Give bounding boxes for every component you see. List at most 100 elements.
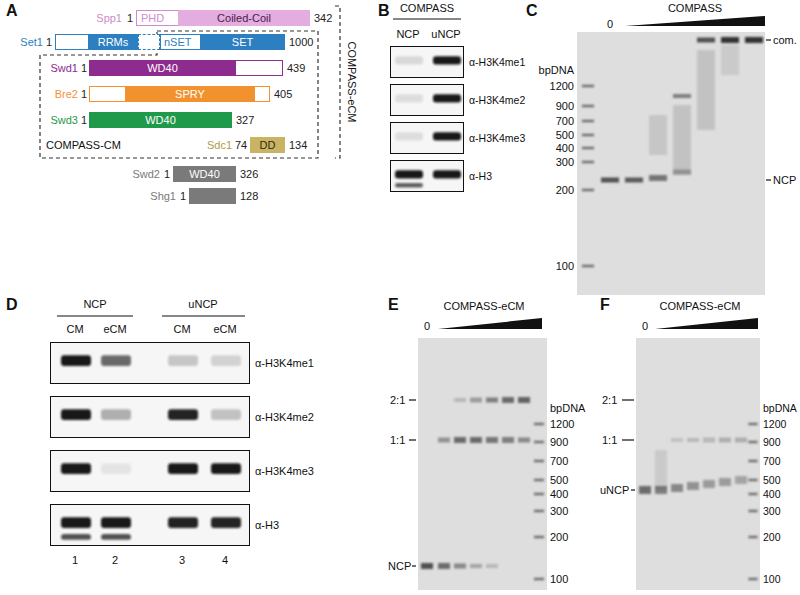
residue-number: 1 [46,36,52,49]
band-tick [409,399,416,400]
blot-image [391,161,463,191]
blot-band [101,517,131,528]
gel-background [636,338,760,590]
lane-number: 4 [222,554,228,567]
protein-name: Set1 [20,36,43,49]
gel-band [486,564,498,568]
size-marker: 500 [556,129,574,142]
sample-header: COMPASS [400,2,454,15]
size-marker: 300 [556,156,574,169]
band-tick [766,179,771,180]
domain-name: SET [232,36,253,49]
gel-band [582,189,594,192]
lane-number: 1 [72,554,78,567]
band-label: 1:1 [390,434,405,447]
blot-band [61,463,91,474]
protein-domain-bar: Swd11WD40439 [0,60,345,76]
blot-band [395,170,423,178]
size-marker: 500 [763,474,781,486]
antibody-label: α-H3 [255,519,279,532]
gel-band [703,480,715,488]
blot-band [395,94,423,102]
size-marker: 200 [763,531,781,543]
panel-letter: E [388,296,399,314]
gel-band [534,493,544,496]
blot-band [395,56,423,64]
gel-band [582,105,594,108]
western-blot-strip: α-H3K4me2 [390,84,464,116]
size-marker: 100 [763,573,781,585]
protein-domain-bar: Swd21WD40326 [0,166,345,182]
blot-band [61,409,91,420]
gel-band [518,397,530,403]
blot-band [61,517,91,528]
gel-band [438,438,450,443]
domain-name: RRMs [98,36,129,49]
size-marker: 1200 [763,418,786,430]
lane-label: NCP [396,28,419,41]
size-marker: 900 [763,436,781,448]
gel-band [486,437,498,443]
gel [418,338,547,590]
size-marker: 700 [550,455,568,468]
domain-name: WD40 [189,168,220,181]
gel-band [502,397,514,403]
blot-band [433,94,461,102]
blot-band [211,463,241,474]
blot-band [61,534,91,540]
residue-number: nSET [164,36,192,49]
western-blot-strip: α-H3K4me1 [50,342,250,384]
blot-band [168,463,198,474]
gel-band [749,493,758,496]
gel-band [534,536,544,539]
residue-number: 128 [240,190,258,203]
gel-band [438,563,450,569]
residue-number: 1 [81,114,87,127]
size-marker: 700 [556,115,574,128]
gel-background [418,338,547,590]
antibody-label: α-H3K4me3 [255,465,314,478]
band-tick [622,439,634,440]
western-blot-strip: α-H3 [390,160,464,192]
western-blot-strip: α-H3K4me2 [50,396,250,438]
protein-name: Bre2 [55,88,78,101]
blot-band [433,56,461,64]
blot-band [211,409,241,420]
axis-title: bpDNA [763,402,797,414]
titration-wedge [625,16,765,26]
blot-image [391,123,463,153]
size-marker: 700 [763,455,781,467]
protein-name: Spp1 [96,12,122,25]
blot-band [101,409,131,420]
header-rule [393,18,461,19]
protein-domain-bar: Spp11PHDCoiled-Coil342 [0,10,345,26]
titration-wedge [438,318,542,329]
blot-band [433,170,461,178]
gel-band [582,161,594,164]
size-marker: 400 [556,142,574,155]
titration-label: COMPASS [668,2,722,15]
residue-number: 1 [127,12,133,25]
band-label: NCP [773,174,796,187]
gel-band [671,438,683,442]
size-marker: 1200 [550,80,574,93]
gel-band [534,578,544,581]
lane-label: 0 [424,320,430,333]
gel-band [534,441,544,444]
blot-image [51,451,249,491]
blot-band [168,517,198,528]
western-blot-strip: α-H3 [50,504,250,546]
blot-band [395,183,423,187]
antibody-label: α-H3K4me1 [469,56,525,68]
residue-number: 134 [289,139,307,152]
lane-number: 2 [112,554,118,567]
gel-band [582,265,594,268]
gel-band [749,536,758,539]
blot-band [211,355,241,366]
complex-bracket-label: COMPASS-eCM [346,41,359,122]
protein-name: Swd2 [132,168,160,181]
gel-band [534,479,544,482]
gel-band [749,479,758,482]
gel-background [577,32,765,295]
